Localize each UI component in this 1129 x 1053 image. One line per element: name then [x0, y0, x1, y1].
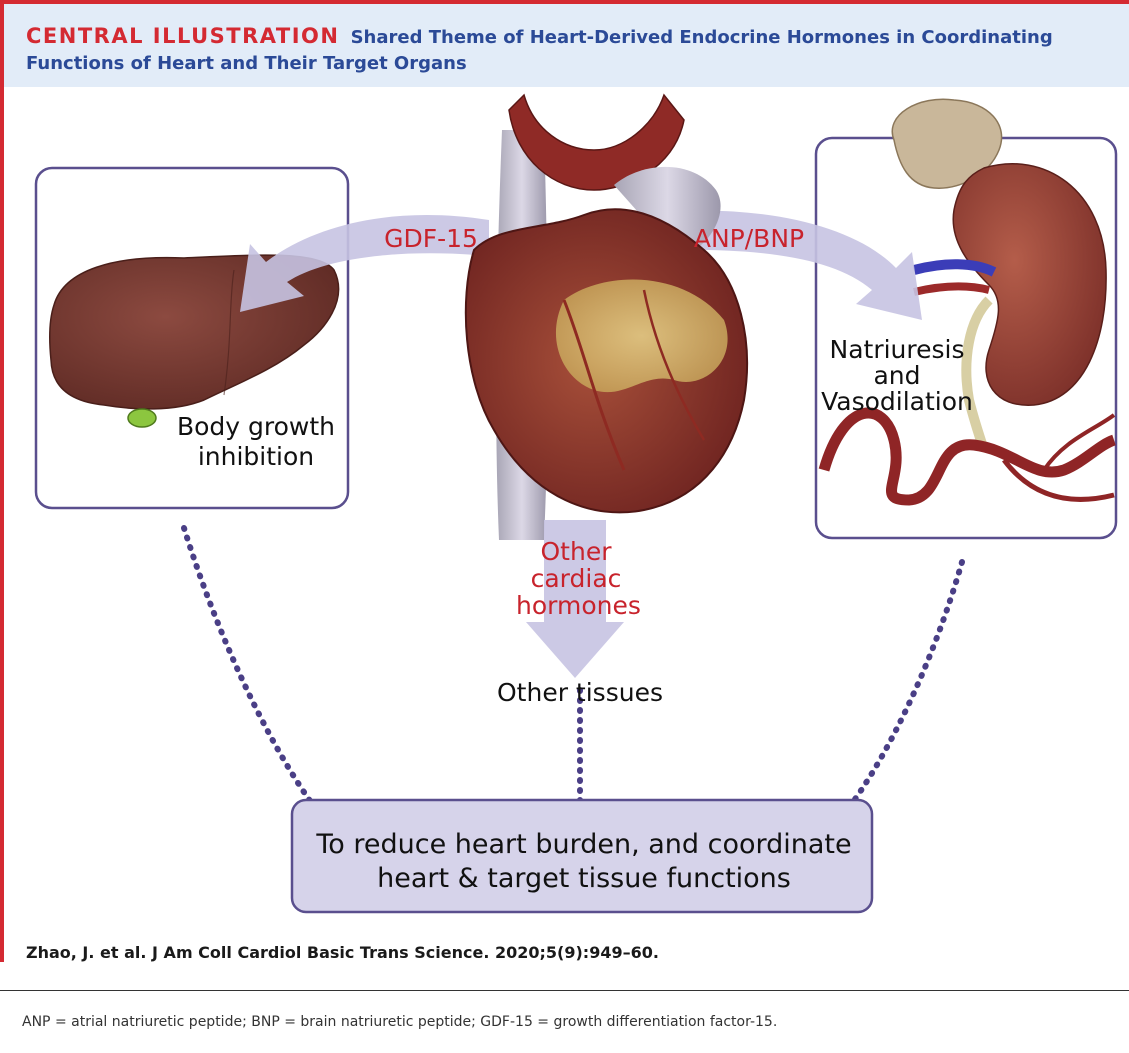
anp-bnp-label: ANP/BNP [684, 225, 814, 253]
other-hormones-label: Other cardiac hormones [516, 538, 636, 619]
result-line1: To reduce heart burden, and coordinate [296, 828, 872, 862]
other-tissues-label: Other tissues [480, 678, 680, 708]
kidney-effect-line2: and [812, 363, 982, 389]
right-dotted-arrow [831, 562, 962, 830]
other-hormones-line3: hormones [516, 592, 636, 619]
gdf15-label: GDF-15 [376, 225, 486, 253]
liver-effect-line1: Body growth [166, 412, 346, 442]
gallbladder-illustration [128, 409, 156, 427]
diagram-art [4, 0, 1129, 962]
other-hormones-line2: cardiac [516, 565, 636, 592]
abbreviation-footnote: ANP = atrial natriuretic peptide; BNP = … [22, 1014, 777, 1030]
other-hormones-line1: Other [516, 538, 636, 565]
liver-effect-line2: inhibition [166, 442, 346, 472]
result-line2: heart & target tissue functions [296, 862, 872, 896]
illustration-frame: CENTRAL ILLUSTRATION Shared Theme of Hea… [0, 0, 1129, 962]
kidney-effect-label: Natriuresis and Vasodilation [812, 337, 982, 415]
kidney-effect-line1: Natriuresis [812, 337, 982, 363]
footnote-divider [0, 990, 1129, 991]
liver-effect-label: Body growth inhibition [166, 412, 346, 472]
left-dotted-arrow [184, 528, 332, 830]
result-text: To reduce heart burden, and coordinate h… [296, 828, 872, 896]
citation: Zhao, J. et al. J Am Coll Cardiol Basic … [26, 943, 659, 962]
kidney-effect-line3: Vasodilation [812, 389, 982, 415]
